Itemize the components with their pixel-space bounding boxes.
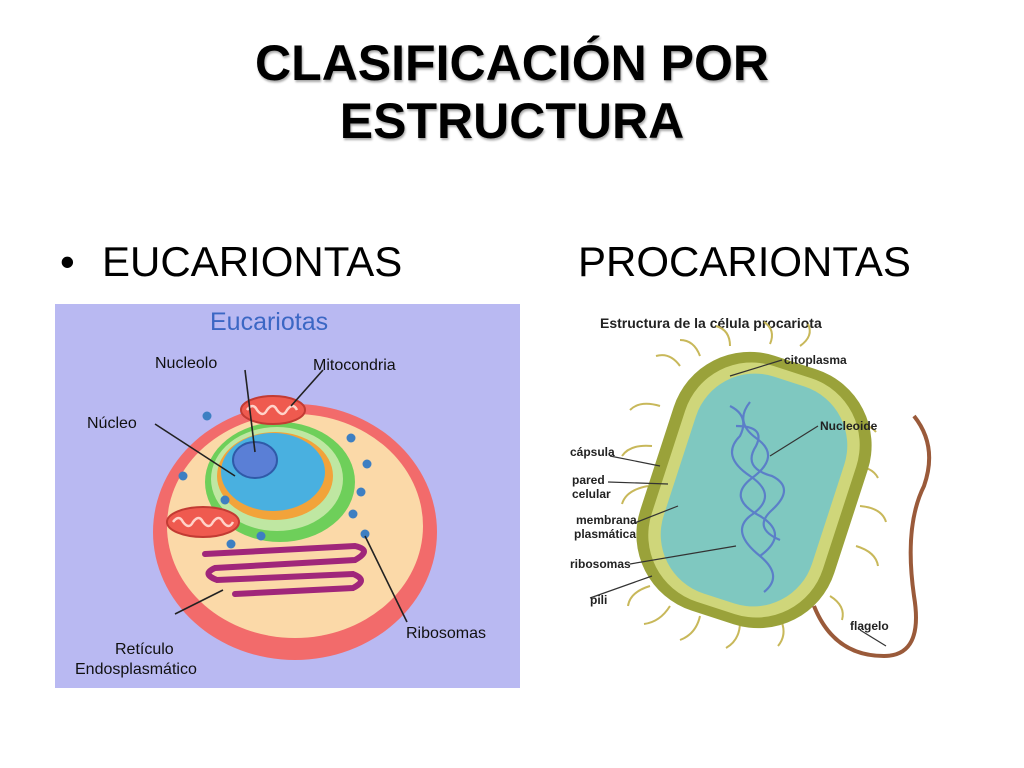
label-reticulo-line2: Endosplasmático	[75, 661, 197, 678]
label-pared-line1: pared	[572, 473, 605, 487]
prokaryote-diagram: Estructura de la célula procariota	[560, 306, 940, 676]
headings-row: • EUCARIONTAS PROCARIONTAS	[60, 238, 964, 294]
flagellum	[812, 414, 932, 659]
label-flagelo: flagelo	[850, 619, 889, 633]
prokaryote-leader-lines	[589, 359, 887, 647]
prokaryote-cell-illustration: Estructura de la célula procariota	[570, 315, 932, 659]
mitochondrion-top	[240, 395, 306, 425]
label-nucleo: Núcleo	[87, 415, 137, 432]
label-mitocondria: Mitocondria	[313, 357, 396, 374]
prokaryote-heading: PROCARIONTAS	[578, 238, 911, 285]
nucleus	[221, 433, 325, 511]
slide-title-line1: CLASIFICACIÓN POR	[255, 35, 769, 91]
ribosome-dots	[178, 411, 372, 549]
prokaryote-diagram-title: Estructura de la célula procariota	[600, 315, 822, 331]
mitochondrion-left	[166, 506, 240, 538]
nucleoid	[729, 401, 786, 593]
slide-title-line2: ESTRUCTURA	[339, 93, 685, 149]
label-ribosomas: Ribosomas	[406, 625, 486, 642]
label-nucleolo: Nucleolo	[155, 355, 217, 372]
nucleolus	[232, 441, 278, 479]
eukaryote-leader-lines	[154, 369, 408, 623]
eukaryote-cell-illustration: Eucariotas	[75, 308, 486, 678]
label-ribosomas-pro: ribosomas	[570, 557, 631, 571]
label-membrana-line1: membrana	[576, 513, 637, 527]
label-capsula: cápsula	[570, 445, 615, 459]
label-membrana-line2: plasmática	[574, 527, 636, 541]
label-citoplasma: citoplasma	[784, 353, 847, 367]
eukaryote-heading: EUCARIONTAS	[102, 238, 403, 285]
label-reticulo-line1: Retículo	[115, 641, 174, 658]
eukaryote-diagram-title: Eucariotas	[210, 308, 328, 336]
eukaryote-diagram: Eucariotas	[55, 304, 520, 688]
label-pili: pili	[590, 593, 607, 607]
bullet-point: •	[60, 238, 75, 285]
endoplasmic-reticulum	[202, 542, 367, 597]
cell-body	[660, 373, 848, 607]
slide-title: CLASIFICACIÓN POR ESTRUCTURA	[0, 34, 1024, 150]
label-nucleoide: Nucleoide	[820, 419, 878, 433]
label-pared-line2: celular	[572, 487, 611, 501]
